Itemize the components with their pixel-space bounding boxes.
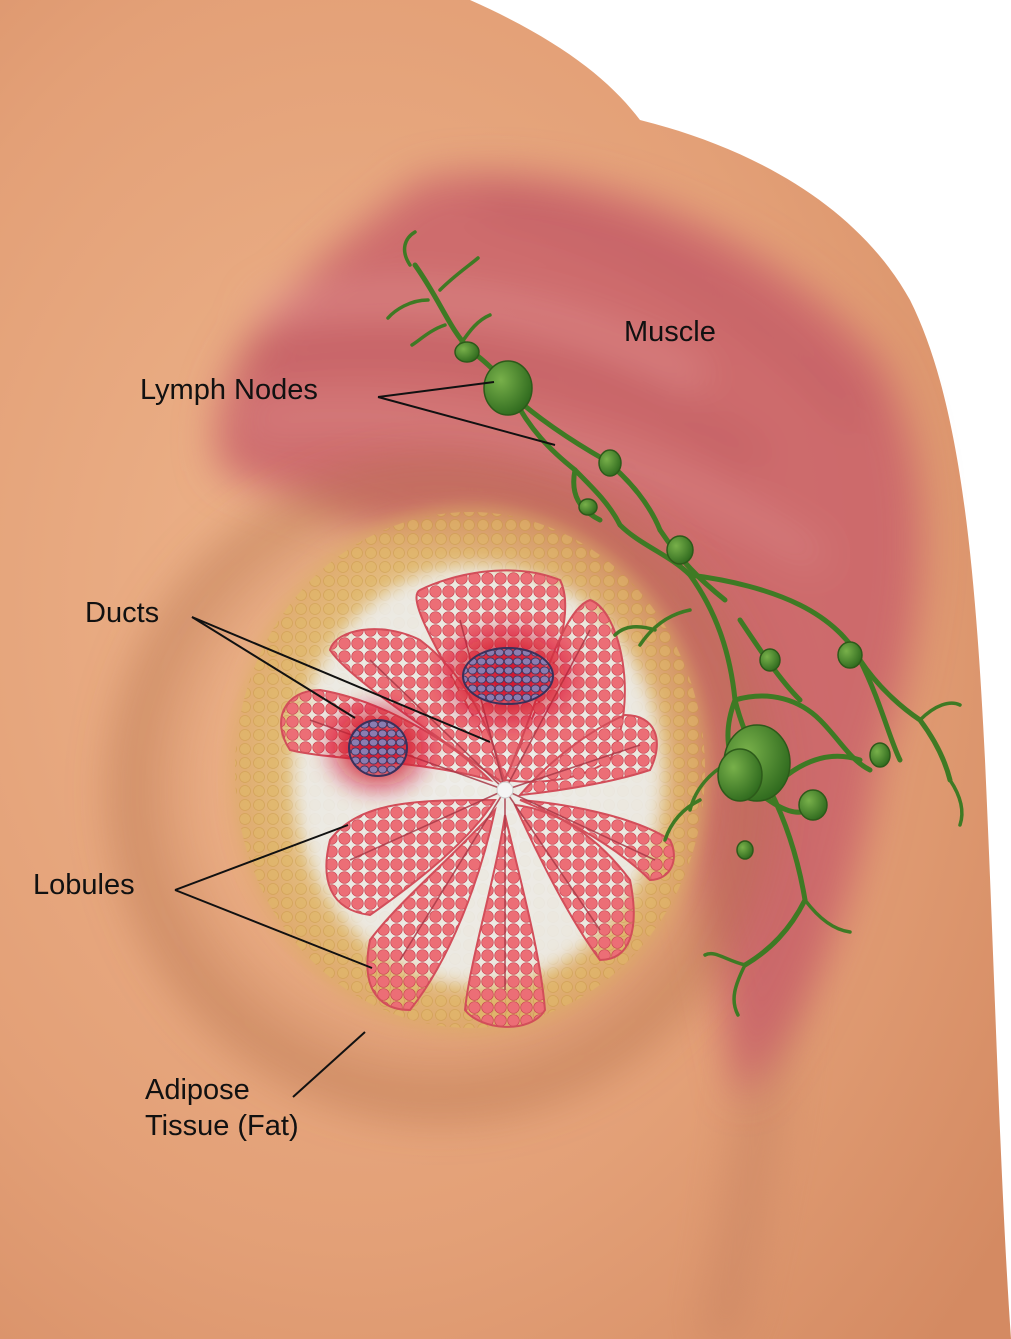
- lobules-label: Lobules: [33, 869, 135, 901]
- lobule: [519, 799, 675, 882]
- lymph-node: [759, 648, 781, 672]
- lymph-node: [798, 789, 828, 821]
- tumor-upper: [462, 647, 554, 705]
- lobules-leader-2: [174, 889, 373, 969]
- lymph-node: [736, 840, 754, 860]
- adipose-leader: [292, 1031, 366, 1098]
- nipple: [496, 781, 514, 799]
- lymph-node: [598, 449, 622, 477]
- lymph-node: [837, 641, 863, 669]
- tumor-lower: [348, 719, 408, 777]
- lymph-node: [483, 360, 533, 416]
- lobules-leader-1: [174, 824, 349, 891]
- ducts-label: Ducts: [85, 597, 160, 629]
- muscle-label: Muscle: [624, 316, 716, 348]
- adipose-label-line1: Adipose: [145, 1074, 250, 1106]
- tumors: [316, 616, 588, 803]
- ducts-leader-1: [191, 616, 356, 719]
- lobule: [513, 803, 635, 962]
- leader-lines: [174, 381, 556, 1098]
- lymph-leader-2: [377, 396, 556, 446]
- adipose-label-line2: Tissue (Fat): [145, 1110, 299, 1142]
- lymph-network: [386, 230, 964, 1017]
- lymph-node: [578, 498, 598, 516]
- lobule: [517, 713, 658, 797]
- lymph-node: [666, 535, 694, 565]
- lymph-nodes: [454, 341, 891, 860]
- lymph-node: [869, 742, 891, 768]
- lymph-node: [454, 341, 480, 363]
- lymph-nodes-label: Lymph Nodes: [140, 374, 318, 406]
- adipose-tissue-label: Adipose Tissue (Fat): [145, 1072, 299, 1144]
- lobule: [325, 798, 497, 917]
- ducts-leader-2: [191, 616, 491, 743]
- lymph-leader-1: [377, 381, 495, 398]
- lymph-node: [717, 748, 763, 802]
